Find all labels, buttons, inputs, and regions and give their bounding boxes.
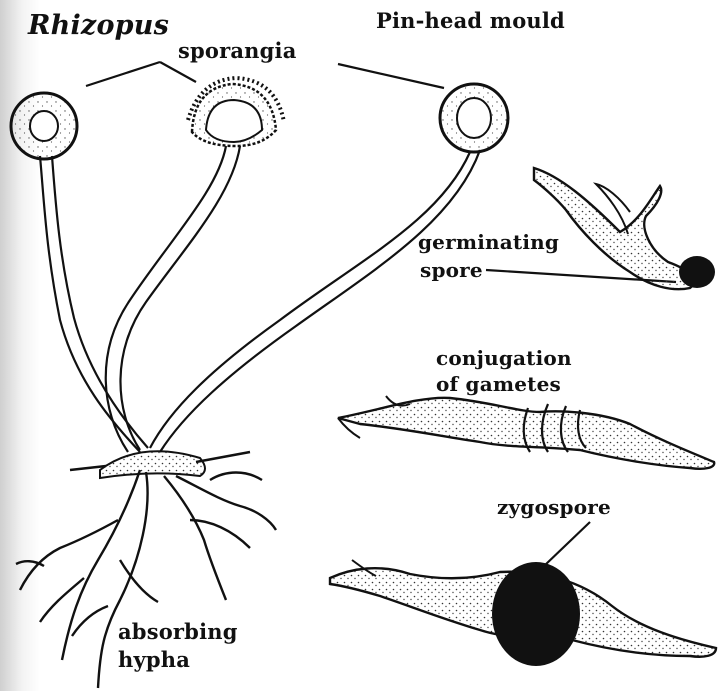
germinating-spore: [534, 168, 715, 289]
sporangia-leader-mid: [160, 62, 196, 82]
label-of-gametes: of gametes: [436, 372, 561, 396]
sporangium-middle: [188, 78, 284, 146]
zygospore-leader: [544, 522, 590, 566]
diagram-title: Rhizopus: [28, 10, 169, 41]
diagram-subtitle: Pin-head mould: [376, 8, 565, 33]
sporangium-right: [440, 84, 508, 152]
label-hypha: hypha: [118, 647, 190, 672]
label-sporangia: sporangia: [178, 38, 297, 63]
conjugation-gametes: [338, 396, 714, 469]
sporangia-leader-right: [338, 64, 444, 88]
label-conjugation: conjugation: [436, 346, 572, 370]
sporangia-leader-left: [86, 62, 160, 86]
label-absorbing: absorbing: [118, 619, 238, 644]
zygospore: [330, 560, 716, 666]
sporangium-left: [11, 93, 77, 159]
label-spore: spore: [420, 258, 483, 282]
label-germinating: germinating: [418, 230, 559, 254]
label-zygospore: zygospore: [497, 495, 611, 519]
